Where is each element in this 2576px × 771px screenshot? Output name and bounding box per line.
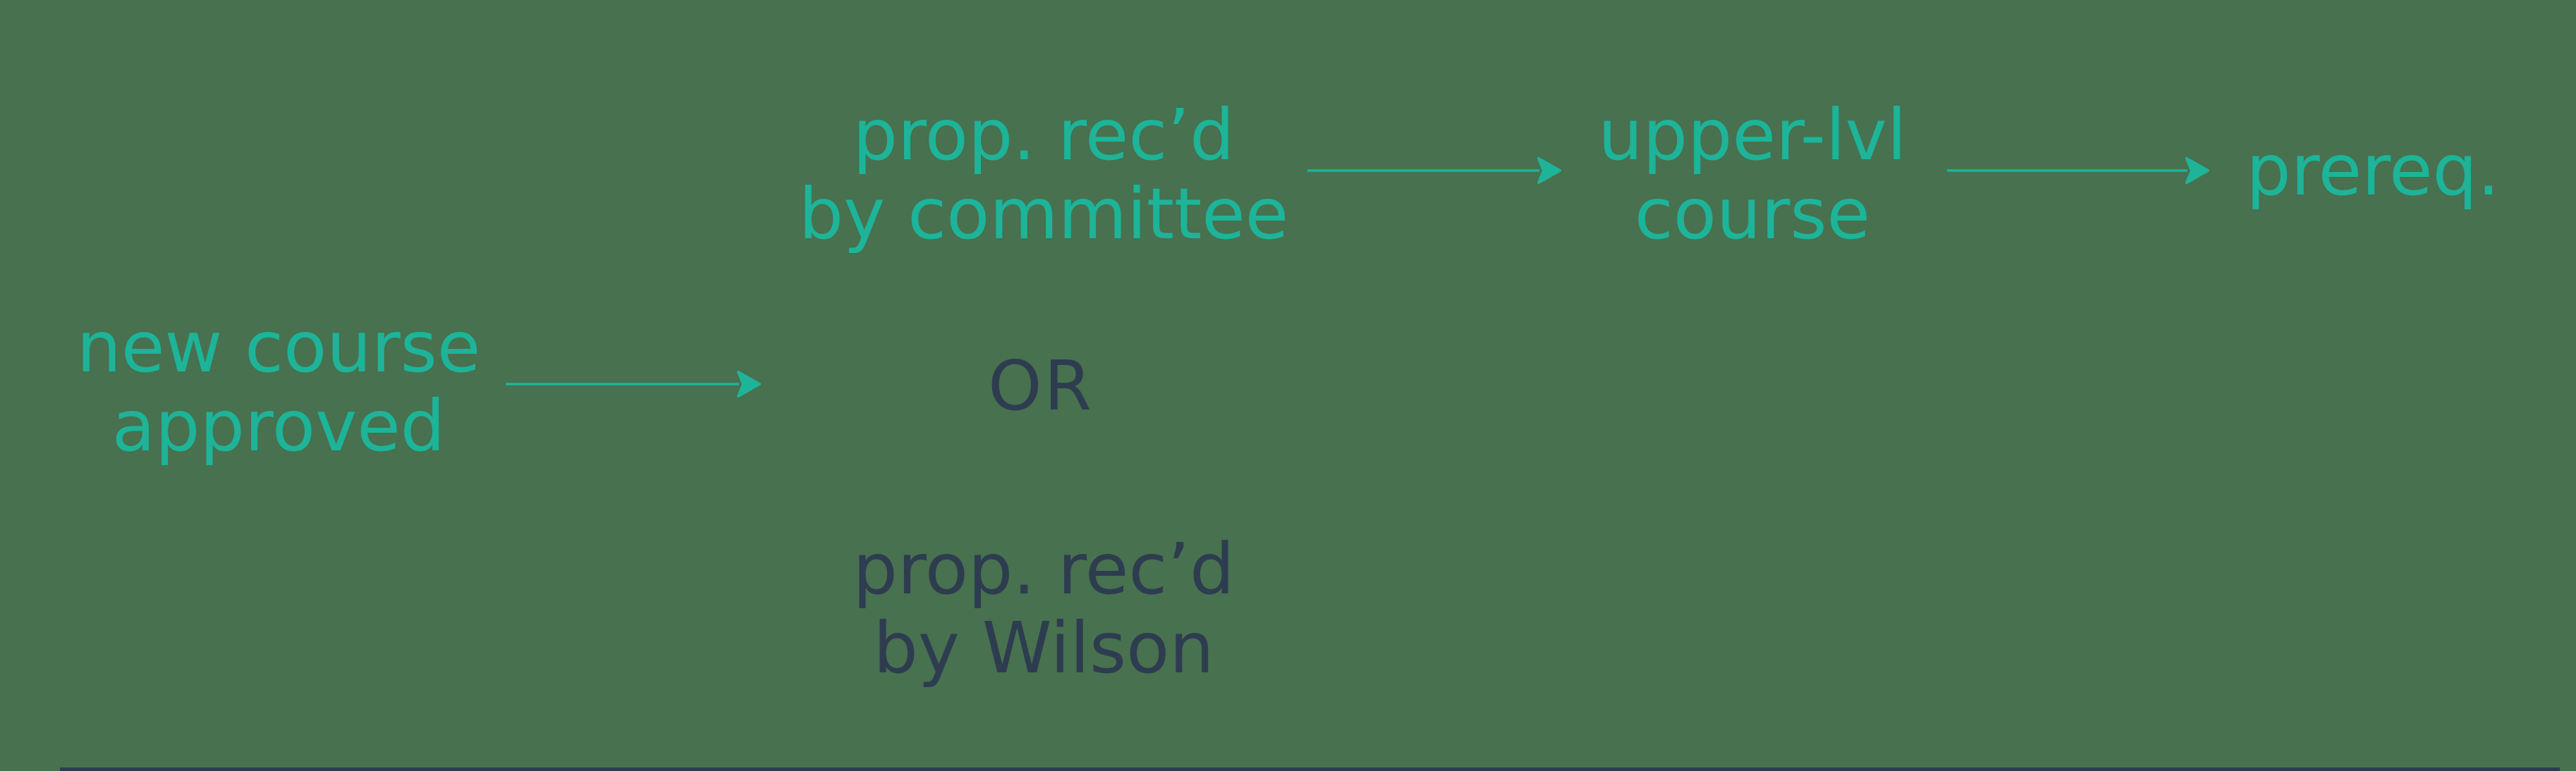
node-new-course-approved-line1: new course	[76, 306, 481, 388]
node-new-course-approved: new course approved	[32, 308, 525, 466]
node-prop-recd-by-wilson: prop. rec’d by Wilson	[762, 530, 1326, 688]
node-new-course-approved-line2: approved	[111, 385, 446, 467]
arrowhead-icon	[737, 371, 761, 397]
arrowhead-icon	[2185, 157, 2209, 184]
bottom-edge-line	[60, 767, 2560, 771]
arrow-start-to-branch	[506, 371, 761, 397]
or-label: OR	[988, 346, 1094, 426]
node-committee-line1: prop. rec’d	[853, 94, 1235, 176]
node-upper-lvl-line1: upper-lvl	[1598, 94, 1907, 176]
node-upper-lvl-line2: course	[1634, 173, 1871, 255]
node-prereq: prereq.	[2246, 129, 2500, 211]
node-wilson-line2: by Wilson	[873, 607, 1214, 689]
node-upper-lvl-course: upper-lvl course	[1506, 96, 1999, 254]
arrowhead-icon	[1537, 157, 1561, 184]
arrow-upper-lvl-to-prereq	[1947, 157, 2209, 184]
node-committee-line2: by committee	[798, 173, 1289, 255]
node-prop-recd-by-committee: prop. rec’d by committee	[762, 96, 1326, 254]
node-wilson-line1: prop. rec’d	[853, 528, 1235, 610]
arrow-committee-to-upper-lvl	[1307, 157, 1561, 184]
